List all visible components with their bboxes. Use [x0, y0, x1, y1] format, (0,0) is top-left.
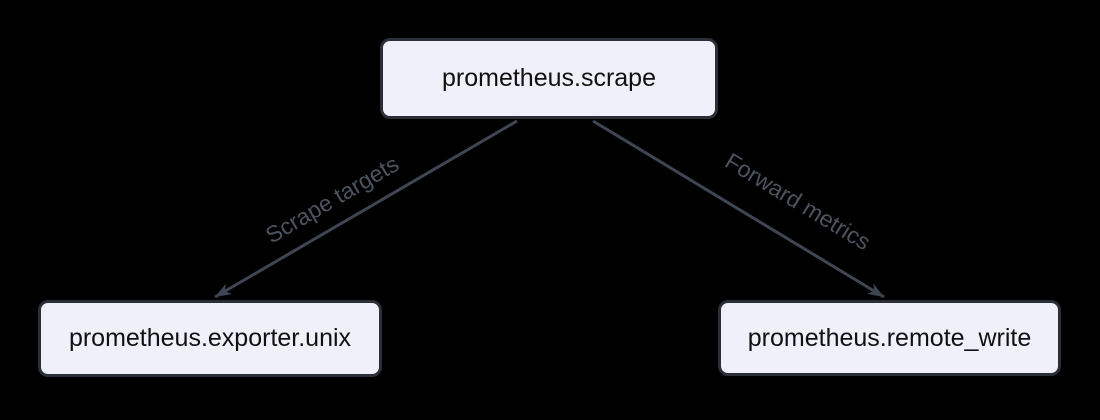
edge-label-forward-metrics: Forward metrics: [721, 148, 875, 256]
node-prometheus-remote-write: prometheus.remote_write: [718, 300, 1061, 376]
node-prometheus-exporter-unix: prometheus.exporter.unix: [38, 300, 382, 377]
node-prometheus-remote-write-label: prometheus.remote_write: [747, 323, 1032, 352]
edge-scrape-to-exporter-line: [214, 119, 518, 299]
node-prometheus-scrape-label: prometheus.scrape: [441, 64, 656, 92]
node-prometheus-scrape: prometheus.scrape: [380, 38, 718, 119]
edge-scrape-to-remote-line: [592, 119, 885, 299]
node-prometheus-exporter-unix-label: prometheus.exporter.unix: [68, 324, 352, 352]
